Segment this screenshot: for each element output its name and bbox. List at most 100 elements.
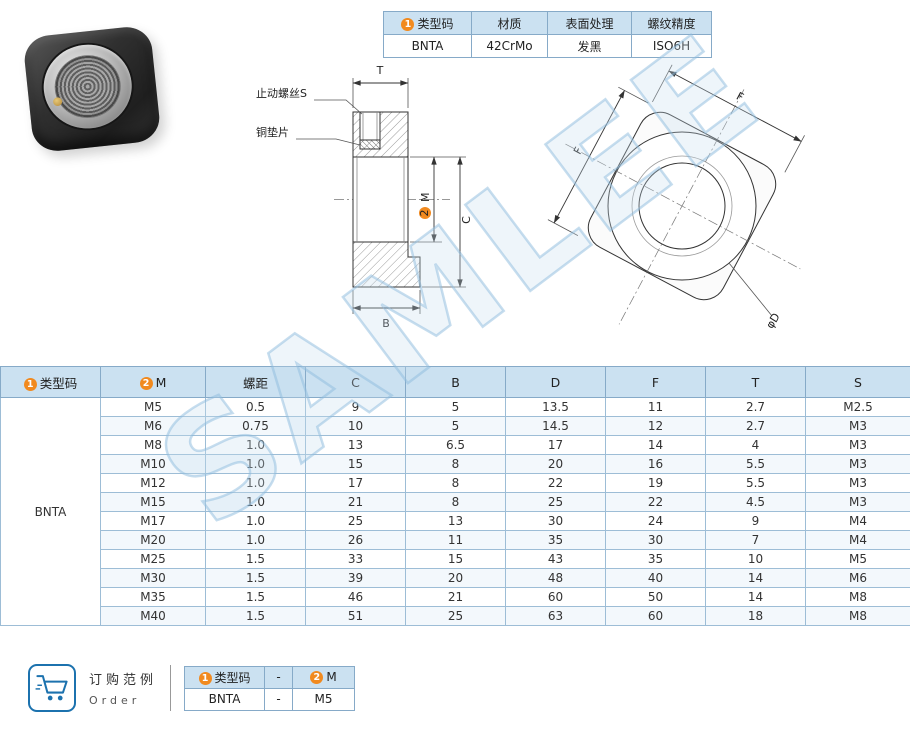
badge-2-icon [419,207,431,219]
badge-1-icon: 1 [401,17,415,31]
spec-cell-f: 50 [605,587,706,607]
spec-cell-pitch: 1.0 [205,473,306,493]
copper-washer [359,139,381,150]
spec-cell-t: 2.7 [705,416,806,436]
order-value-dash: - [264,687,294,711]
col-header-pitch: 螺距 [205,366,306,398]
spec-cell-f: 60 [605,606,706,626]
spec-cell-pitch: 1.0 [205,511,306,531]
spec-cell-m[interactable]: M35 [100,587,206,607]
order-subtitle: Order [89,694,141,707]
product-photo [22,20,166,170]
col-header-f: F [605,366,706,398]
spec-cell-d: 13.5 [505,397,606,417]
spec-cell-pitch: 1.5 [205,606,306,626]
info-value-row: BNTA 42CrMo 发黑 ISO6H [383,34,712,58]
spec-cell-b: 15 [405,549,506,569]
spec-cell-t: 5.5 [705,473,806,493]
spec-cell-m[interactable]: M5 [100,397,206,417]
spec-cell-f: 40 [605,568,706,588]
spec-cell-d: 22 [505,473,606,493]
spec-cell-t: 10 [705,549,806,569]
spec-cell-m[interactable]: M8 [100,435,206,455]
spec-cell-pitch: 0.5 [205,397,306,417]
spec-cell-f: 19 [605,473,706,493]
spec-cell-s: M4 [805,511,910,531]
spec-cell-f: 16 [605,454,706,474]
spec-cell-m[interactable]: M12 [100,473,206,493]
spec-cell-d: 30 [505,511,606,531]
spec-cell-b: 21 [405,587,506,607]
nut-bore-rim [39,40,136,133]
dim-F2-label: F [734,90,746,104]
spec-cell-m[interactable]: M40 [100,606,206,626]
callout-set-screw-label: 止动螺丝S [256,87,307,100]
spec-cell-c: 17 [305,473,406,493]
nut-threads [51,51,124,122]
spec-cell-m[interactable]: M10 [100,454,206,474]
dim-D-label: φD [763,311,782,331]
spec-cell-m[interactable]: M15 [100,492,206,512]
spec-cell-f: 22 [605,492,706,512]
spec-cell-m[interactable]: M17 [100,511,206,531]
badge-2-icon: 2 [139,376,153,390]
spec-cell-c: 26 [305,530,406,550]
spec-cell-d: 20 [505,454,606,474]
spec-cell-pitch: 1.0 [205,530,306,550]
spec-cell-m[interactable]: M25 [100,549,206,569]
spec-cell-s: M3 [805,492,910,512]
spec-cell-s: M8 [805,587,910,607]
spec-cell-d: 48 [505,568,606,588]
order-col-m-label: M [326,670,337,684]
cart-icon [28,664,76,712]
order-title: 订购范例 [89,673,158,688]
spec-cell-t: 14 [705,587,806,607]
spec-cell-m[interactable]: M20 [100,530,206,550]
dim-C-label: C [460,216,473,224]
order-labels: 订购范例 Order [89,669,157,707]
spec-cell-c: 21 [305,492,406,512]
spec-cell-s: M4 [805,530,910,550]
spec-cell-b: 5 [405,416,506,436]
spec-cell-t: 14 [705,568,806,588]
type-code-cell[interactable]: BNTA [0,397,101,626]
spec-cell-pitch: 1.5 [205,587,306,607]
info-value-surface: 发黑 [547,34,632,58]
info-value-type-code[interactable]: BNTA [383,34,472,58]
spec-cell-d: 17 [505,435,606,455]
dim-M-label: M [419,193,432,203]
spec-cell-c: 25 [305,511,406,531]
spec-cell-f: 14 [605,435,706,455]
spec-cell-t: 4 [705,435,806,455]
spec-cell-pitch: 1.5 [205,568,306,588]
spec-cell-m[interactable]: M6 [100,416,206,436]
col-header-c: C [305,366,406,398]
col-header-s: S [805,366,910,398]
spec-cell-d: 14.5 [505,416,606,436]
spec-cell-f: 24 [605,511,706,531]
order-value-m: M5 [292,687,356,711]
info-header-type-code-label: 类型码 [417,16,454,31]
spec-cell-c: 33 [305,549,406,569]
spec-cell-c: 15 [305,454,406,474]
spec-cell-s: M3 [805,416,910,436]
front-view-drawing: F F φD [547,64,805,331]
spec-cell-m[interactable]: M30 [100,568,206,588]
spec-cell-s: M3 [805,435,910,455]
spec-cell-c: 39 [305,568,406,588]
spec-cell-pitch: 1.0 [205,454,306,474]
spec-cell-t: 2.7 [705,397,806,417]
spec-cell-pitch: 0.75 [205,416,306,436]
spec-cell-c: 9 [305,397,406,417]
spec-cell-b: 5 [405,397,506,417]
